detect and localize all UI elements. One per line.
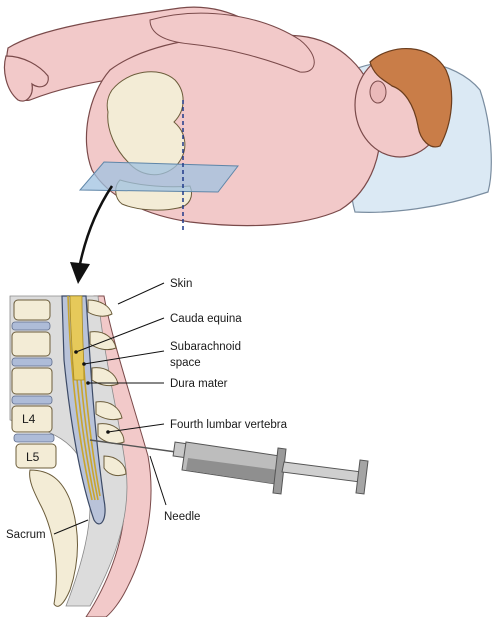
spinous-process-2 xyxy=(89,331,117,351)
vertebra-l1 xyxy=(13,299,51,321)
leader-dura-mater-dot xyxy=(86,381,90,385)
vertebra-l4 xyxy=(11,405,53,433)
syringe-plunger xyxy=(281,461,363,483)
label-l5: L5 xyxy=(26,450,40,464)
disc-4 xyxy=(13,433,55,443)
leader-fourth-lumbar-dot xyxy=(106,430,110,434)
leader-subarachnoid xyxy=(83,350,165,365)
label-cauda-equina: Cauda equina xyxy=(170,313,242,325)
label-needle: Needle xyxy=(164,511,200,523)
leader-cauda-equina xyxy=(75,317,165,353)
disc-3 xyxy=(11,395,53,405)
leader-fourth-lumbar xyxy=(107,423,165,433)
leader-subarachnoid-dot xyxy=(82,362,86,366)
spinous-process-4 xyxy=(95,401,123,421)
annotations: Skin Cauda equina Subarachnoid space Dur… xyxy=(6,278,288,541)
spinous-process-3 xyxy=(91,367,119,387)
plunger-thumb xyxy=(355,459,369,495)
spinous-process-1 xyxy=(87,299,113,317)
leader-sacrum xyxy=(53,519,89,535)
spinous-process-6 xyxy=(103,455,127,477)
vertebra-l3 xyxy=(11,367,53,395)
leader-cauda-equina-dot xyxy=(74,350,78,354)
sacrum-bone xyxy=(29,469,78,607)
spine-cross-section: L4 L5 xyxy=(9,295,152,617)
syringe-flange xyxy=(272,447,287,495)
disc-2 xyxy=(11,357,53,367)
patient-arm xyxy=(149,12,315,73)
label-fourth-lumbar: Fourth lumbar vertebra xyxy=(170,419,288,431)
spinous-process-5 xyxy=(97,423,125,445)
patient-feet xyxy=(3,55,49,102)
leader-skin xyxy=(117,282,165,305)
vertebra-l2 xyxy=(11,331,51,357)
patient-ear xyxy=(369,80,387,104)
patient-illustration xyxy=(3,6,492,232)
label-sacrum: Sacrum xyxy=(6,529,46,541)
label-subarachnoid-1: Subarachnoid xyxy=(170,341,241,353)
label-subarachnoid-2: space xyxy=(170,357,201,369)
patient-hair xyxy=(369,48,453,148)
label-skin: Skin xyxy=(170,278,192,290)
spinal-cord-core xyxy=(69,295,85,381)
needle-and-syringe xyxy=(89,439,369,495)
syringe-fill xyxy=(186,458,278,484)
cross-section-plane xyxy=(78,161,239,193)
label-l4: L4 xyxy=(22,412,36,426)
needle xyxy=(89,439,177,453)
disc-1 xyxy=(11,321,51,331)
leader-needle xyxy=(149,455,167,506)
vertebra-l5 xyxy=(15,443,57,469)
transition-arrow xyxy=(70,185,114,284)
label-dura-mater: Dura mater xyxy=(170,378,228,390)
